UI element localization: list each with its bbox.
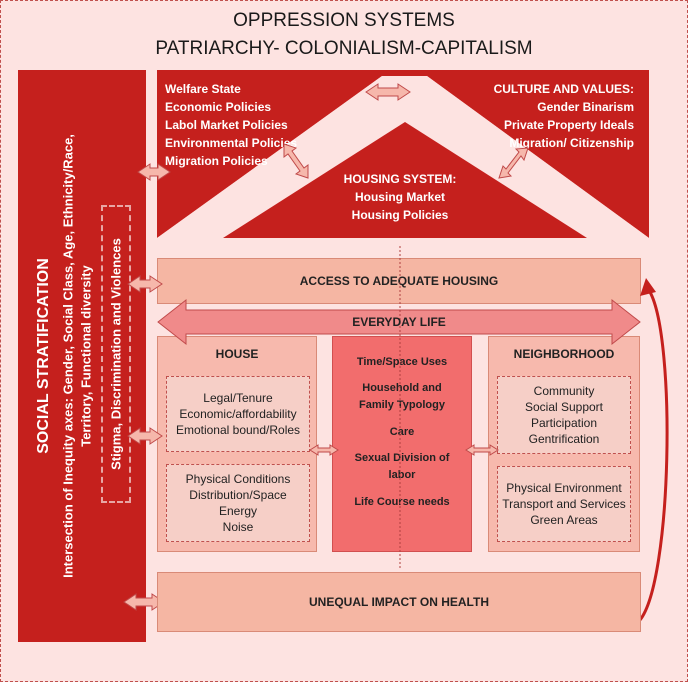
access-arrow: [127, 275, 163, 293]
roof-arrow-left: [283, 143, 309, 179]
center-item: Time/Space Uses: [356, 356, 448, 368]
neighborhood-item: Physical Environment: [506, 481, 622, 495]
house-item: Distribution/Space: [189, 488, 287, 502]
policy-item: Labol Market Policies: [165, 118, 288, 132]
neighborhood-title: NEIGHBORHOOD: [513, 347, 615, 361]
policy-item: Economic Policies: [165, 100, 272, 114]
housing-system-item: Housing Market: [354, 190, 445, 204]
house-item: Physical Conditions: [185, 472, 291, 486]
housing-system-title: HOUSING SYSTEM:: [343, 172, 457, 186]
feedback-arrowhead: [640, 278, 656, 296]
center-item: Household and Family Typology: [359, 382, 445, 411]
culture-item: Private Property Ideals: [503, 118, 634, 132]
house-box-legal: Legal/Tenure Economic/affordability Emot…: [166, 376, 310, 452]
neighborhood-item: Transport and Services: [502, 497, 626, 511]
access-housing-band: ACCESS TO ADEQUATE HOUSING: [157, 258, 641, 304]
center-item: Life Course needs: [354, 496, 450, 508]
policy-arrow: [137, 163, 171, 181]
policy-item: Migration Policies: [165, 154, 268, 168]
housing-system-item: Housing Policies: [351, 208, 449, 222]
policy-item: Environmental Policies: [165, 136, 298, 150]
house-title: HOUSE: [215, 347, 259, 361]
roof-arrow-top: [365, 83, 411, 101]
housing-system-box: HOUSING SYSTEM: Housing Market Housing P…: [330, 170, 470, 224]
access-housing-label: ACCESS TO ADEQUATE HOUSING: [299, 274, 499, 288]
roof-arrow-right: [498, 147, 529, 179]
neighborhood-item: Social Support: [524, 400, 604, 414]
house-item: Noise: [222, 520, 254, 534]
neighborhood-item: Green Areas: [530, 513, 598, 527]
social-stratification-bar: [18, 70, 146, 642]
house-box-physical: Physical Conditions Distribution/Space E…: [166, 464, 310, 542]
culture-values-list: CULTURE AND VALUES: Gender Binarism Priv…: [494, 80, 634, 152]
diagram-title: OPPRESSION SYSTEMS: [233, 10, 455, 31]
neighborhood-item: Participation: [530, 416, 598, 430]
feedback-curve-arrow: [638, 291, 669, 621]
center-item: Sexual Division of labor: [354, 452, 450, 481]
house-item: Energy: [218, 504, 258, 518]
culture-item: Gender Binarism: [537, 100, 634, 114]
everyday-life-arrow: [157, 298, 641, 346]
neighborhood-item: Gentrification: [528, 432, 600, 446]
house-item: Emotional bound/Roles: [175, 423, 301, 437]
center-neighborhood-arrow: [465, 444, 499, 456]
house-item: Economic/affordability: [179, 407, 297, 421]
center-item: Care: [389, 426, 415, 438]
culture-title: CULTURE AND VALUES:: [493, 82, 634, 96]
house-arrow: [127, 427, 163, 445]
neighborhood-box-physical: Physical Environment Transport and Servi…: [497, 466, 631, 542]
policy-item: Welfare State: [165, 82, 241, 96]
neighborhood-box-community: Community Social Support Participation G…: [497, 376, 631, 454]
house-item: Legal/Tenure: [203, 391, 273, 405]
house-roof: [157, 70, 649, 238]
everyday-center-column: [332, 336, 472, 552]
stigma-box: [101, 205, 131, 503]
house-center-arrow: [309, 444, 339, 456]
everyday-life-label: EVERYDAY LIFE: [352, 315, 446, 329]
neighborhood-item: Community: [533, 384, 595, 398]
policies-list: Welfare State Economic Policies Labol Ma…: [165, 80, 297, 170]
culture-item: Migration/ Citizenship: [509, 136, 634, 150]
health-impact-label: UNEQUAL IMPACT ON HEALTH: [309, 595, 489, 609]
center-items: Time/Space Uses Household and Family Typ…: [332, 356, 472, 508]
diagram-subtitle: PATRIARCHY- COLONIALISM-CAPITALISM: [155, 38, 533, 59]
health-impact-band: UNEQUAL IMPACT ON HEALTH: [157, 572, 641, 632]
